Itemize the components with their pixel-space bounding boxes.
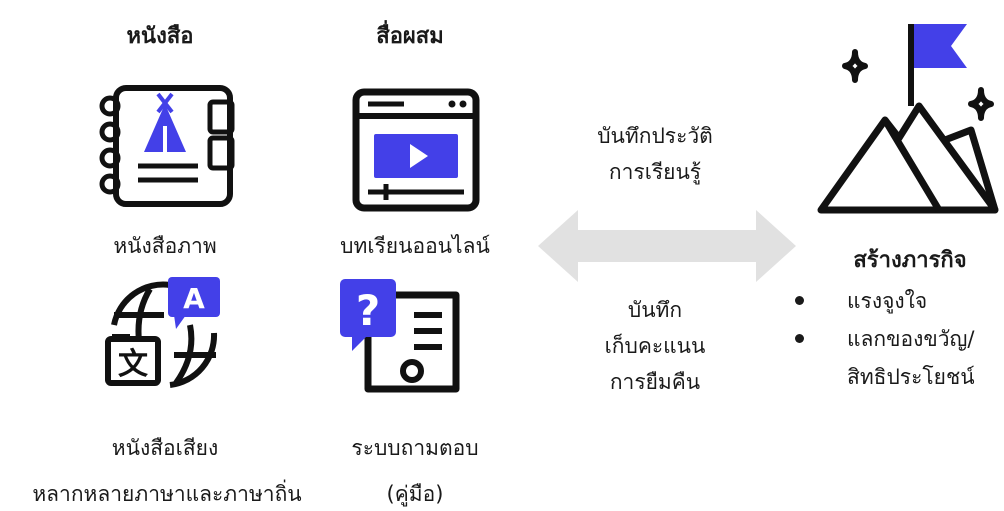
label-qa-system: ระบบถามตอบ (351, 436, 479, 460)
header-media: สื่อผสม (376, 24, 444, 49)
question-document-icon: ? (340, 279, 460, 393)
header-book: หนังสือ (126, 24, 194, 49)
label-languages: หลากหลายภาษาและภาษาถิ่น (32, 482, 302, 506)
svg-text:A: A (183, 282, 205, 315)
label-audio-book: หนังสือเสียง (111, 436, 219, 460)
middle-bottom-line-3: การยืมคืน (609, 370, 701, 394)
label-online-lesson: บทเรียนออนไลน์ (340, 234, 490, 258)
middle-top-line-2: การเรียนรู้ (608, 160, 702, 184)
svg-text:文: 文 (118, 347, 148, 382)
middle-bottom-line-1: บันทึก (627, 298, 683, 322)
mission-title: สร้างภารกิจ (853, 248, 967, 273)
label-picture-book: หนังสือภาพ (113, 234, 217, 258)
middle-bottom-line-2: เก็บคะแนน (604, 334, 706, 358)
middle-top-line-1: บันทึกประวัติ (597, 124, 713, 148)
mission-bullet-2-line-1: แลกของขวัญ/ (847, 327, 975, 351)
language-globe-icon: A 文 (105, 277, 220, 388)
mission-bullet-2-line-2: สิทธิประโยชน์ (847, 365, 975, 389)
video-lesson-icon (352, 88, 480, 212)
svg-text:?: ? (356, 286, 380, 335)
book-tent-icon (99, 85, 235, 207)
middle-top-text: บันทึกประวัติ การเรียนรู้ (560, 118, 750, 190)
mission-bullet-list: แรงจูงใจ แลกของขวัญ/ สิทธิประโยชน์ (795, 282, 975, 396)
mission-bullet-1-line-1: แรงจูงใจ (847, 289, 928, 313)
label-manual: (คู่มือ) (386, 482, 444, 506)
mission-bullet-item: แรงจูงใจ (795, 282, 975, 320)
middle-bottom-text: บันทึก เก็บคะแนน การยืมคืน (560, 292, 750, 400)
mountain-flag-icon (817, 24, 999, 214)
double-arrow-icon (538, 210, 796, 282)
mission-bullet-item: แลกของขวัญ/ สิทธิประโยชน์ (795, 320, 975, 396)
